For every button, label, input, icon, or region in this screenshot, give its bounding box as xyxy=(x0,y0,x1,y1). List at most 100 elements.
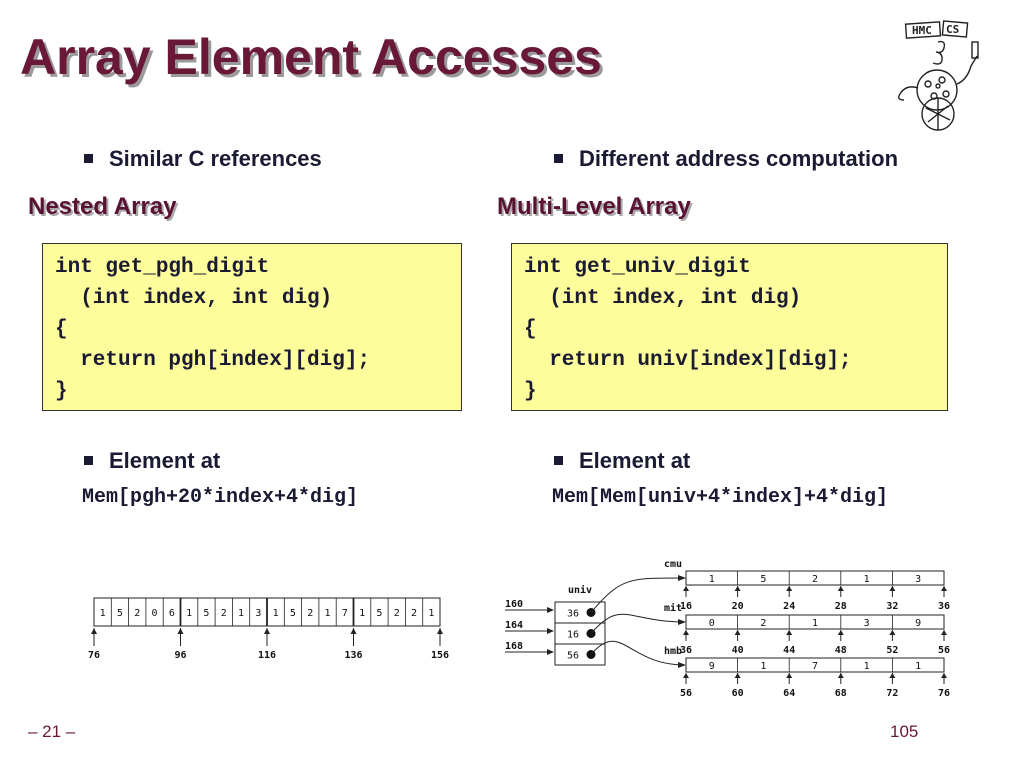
code-line: (int index, int dig) xyxy=(55,287,333,310)
nested-cell-value: 2 xyxy=(394,608,400,619)
array-name-label: cmu xyxy=(664,559,682,570)
multilevel-code-box: int get_univ_digit (int index, int dig) … xyxy=(511,243,948,411)
array-cell-value: 1 xyxy=(760,661,766,672)
array-address-label: 20 xyxy=(732,601,744,612)
code-line: int get_pgh_digit xyxy=(55,256,270,279)
address-arrowhead xyxy=(734,586,741,591)
address-arrowhead xyxy=(837,586,844,591)
nested-cell-value: 2 xyxy=(221,608,227,619)
code-line: { xyxy=(55,318,68,341)
univ-label: univ xyxy=(568,584,592,596)
array-address-label: 36 xyxy=(938,601,950,612)
address-arrowhead xyxy=(547,649,554,655)
array-cell-value: 1 xyxy=(864,661,870,672)
array-address-label: 40 xyxy=(732,645,744,656)
array-cell-value: 1 xyxy=(864,574,870,585)
bullet-element-at-left: Element at xyxy=(84,448,220,474)
univ-cell-value: 16 xyxy=(567,630,579,641)
array-name-label: mit xyxy=(664,602,682,614)
nested-cell-value: 2 xyxy=(134,608,140,619)
array-cell-value: 0 xyxy=(709,618,715,629)
pointer-arrowhead xyxy=(678,619,686,625)
address-arrowhead xyxy=(683,673,689,678)
address-arrowhead xyxy=(547,628,554,634)
nested-cell-value: 1 xyxy=(100,608,106,619)
nested-address-label: 116 xyxy=(258,650,276,661)
nested-address-label: 156 xyxy=(431,650,449,661)
bullet-text: Different address computation xyxy=(579,146,899,171)
slide-number: 105 xyxy=(890,722,919,741)
array-address-label: 28 xyxy=(835,601,847,612)
address-arrowhead xyxy=(91,628,97,634)
array-cell-value: 1 xyxy=(709,574,715,585)
address-arrowhead xyxy=(837,630,844,635)
array-cell-value: 2 xyxy=(760,618,766,629)
pointer-curve xyxy=(590,577,685,613)
code-line: { xyxy=(524,318,537,341)
bullet-marker xyxy=(84,153,93,163)
bullet-marker xyxy=(554,455,563,465)
pointer-curve xyxy=(590,613,685,634)
array-address-label: 44 xyxy=(783,645,795,656)
address-arrowhead xyxy=(786,673,793,678)
code-line: } xyxy=(55,380,68,403)
bullet-marker xyxy=(84,455,93,465)
bullet-text: Element at xyxy=(109,448,221,473)
nested-cell-value: 1 xyxy=(186,608,192,619)
address-arrowhead xyxy=(941,673,947,678)
array-cell-value: 9 xyxy=(709,661,715,672)
nested-address-label: 96 xyxy=(174,650,186,661)
array-address-label: 60 xyxy=(732,688,744,699)
svg-text:CS: CS xyxy=(946,23,959,36)
multilevel-address-expression: Mem[Mem[univ+4*index]+4*dig] xyxy=(552,486,889,509)
array-address-label: 24 xyxy=(783,601,795,612)
address-arrowhead xyxy=(889,673,896,678)
address-arrowhead xyxy=(786,630,793,635)
array-address-label: 56 xyxy=(938,645,950,656)
address-arrowhead xyxy=(837,673,844,678)
array-cell-value: 2 xyxy=(812,574,818,585)
multilevel-array-heading: Multi-Level Array xyxy=(497,193,691,220)
univ-address-label: 160 xyxy=(505,599,523,610)
address-arrowhead xyxy=(350,628,357,634)
nested-code-box: int get_pgh_digit (int index, int dig) {… xyxy=(42,243,462,411)
nested-cell-value: 5 xyxy=(290,608,296,619)
array-address-label: 52 xyxy=(886,645,898,656)
nested-address-label: 76 xyxy=(88,650,100,661)
address-arrowhead xyxy=(683,586,689,591)
array-cell-value: 3 xyxy=(864,618,870,629)
code-line: int get_univ_digit xyxy=(524,256,751,279)
nested-cell-value: 1 xyxy=(359,608,365,619)
nested-cell-value: 2 xyxy=(307,608,313,619)
nested-address-expression: Mem[pgh+20*index+4*dig] xyxy=(82,486,359,509)
array-cell-value: 1 xyxy=(812,618,818,629)
bullet-marker xyxy=(554,153,563,163)
bullet-similar-c: Similar C references xyxy=(84,146,322,172)
address-arrowhead xyxy=(941,630,947,635)
nested-cell-value: 1 xyxy=(273,608,279,619)
array-address-label: 32 xyxy=(886,601,898,612)
nested-cell-value: 5 xyxy=(376,608,382,619)
array-cell-value: 9 xyxy=(915,618,921,629)
nested-cell-value: 0 xyxy=(152,608,158,619)
array-cell-value: 7 xyxy=(812,661,818,672)
array-name-label: hmb xyxy=(664,646,682,657)
array-address-label: 16 xyxy=(680,601,692,612)
nested-cell-value: 1 xyxy=(238,608,244,619)
nested-array-heading: Nested Array xyxy=(28,193,177,220)
code-line: } xyxy=(524,380,537,403)
univ-address-label: 168 xyxy=(505,641,523,652)
bullet-text: Similar C references xyxy=(109,146,322,171)
svg-text:HMC: HMC xyxy=(912,24,932,37)
address-arrowhead xyxy=(941,586,947,591)
univ-address-label: 164 xyxy=(505,620,523,631)
univ-cell xyxy=(554,643,606,666)
footer-page-marker: – 21 – xyxy=(28,722,76,741)
univ-cell-value: 56 xyxy=(567,651,579,662)
bullet-different-address: Different address computation xyxy=(554,146,898,172)
array-cell-value: 1 xyxy=(915,661,921,672)
address-arrowhead xyxy=(177,628,184,634)
array-cell-value: 3 xyxy=(915,574,921,585)
nested-cell-value: 5 xyxy=(117,608,123,619)
